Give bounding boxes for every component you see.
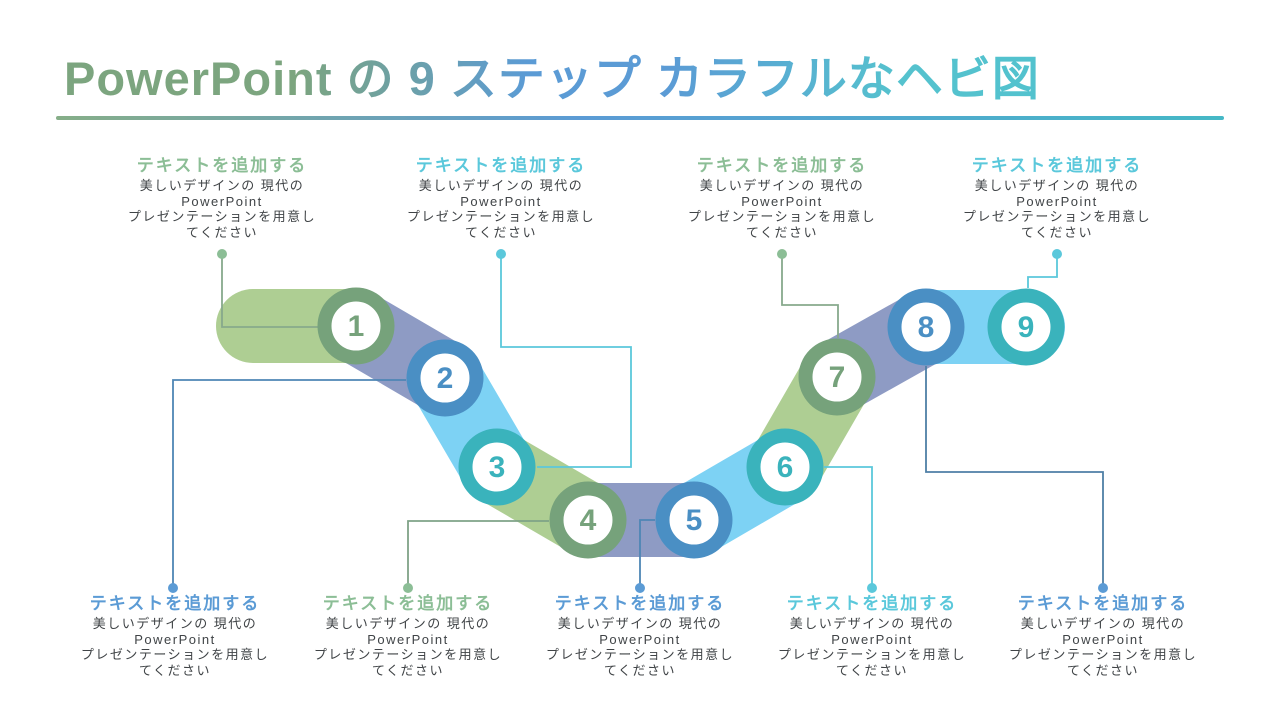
connector-dot-top-3 [777,249,787,259]
step-number-2: 2 [437,362,454,395]
connector-line-top-1 [221,254,318,328]
step-number-8: 8 [918,311,935,344]
connector-dot-top-4 [1052,249,1062,259]
step-number-6: 6 [777,451,794,484]
block-heading: テキストを追加する [322,594,494,613]
connector-line-bottom-1 [172,379,406,588]
text-block-top-4: テキストを追加する 美しいデザインの 現代の PowerPoint プレゼンテー… [932,155,1182,240]
block-heading: テキストを追加する [554,594,726,613]
block-heading: テキストを追加する [136,156,308,175]
step-number-1: 1 [348,310,365,343]
block-heading: テキストを追加する [89,594,261,613]
step-circle-8 [887,288,965,366]
text-block-bottom-5: テキストを追加する 美しいデザインの 現代の PowerPoint プレゼンテー… [978,593,1228,678]
connector-dot-bottom-5 [1098,583,1108,593]
connector-line-top-3 [781,254,839,338]
connector-line-top-4 [1027,254,1058,288]
slide-title: PowerPoint の 9 ステップ カラフルなヘビ図 [64,40,1224,109]
step-circle-2 [406,339,484,417]
block-body: 美しいデザインの 現代の PowerPoint プレゼンテーションを用意し てく… [406,178,596,240]
text-block-bottom-1: テキストを追加する 美しいデザインの 現代の PowerPoint プレゼンテー… [50,593,300,678]
connector-dots [168,249,1108,593]
connector-dot-bottom-3 [635,583,645,593]
block-body: 美しいデザインの 現代の PowerPoint プレゼンテーションを用意し てく… [127,178,317,240]
step-number-3: 3 [489,451,506,484]
step-circle-3 [458,428,536,506]
block-body: 美しいデザインの 現代の PowerPoint プレゼンテーションを用意し てく… [313,616,503,678]
connector-dot-bottom-4 [867,583,877,593]
block-heading: テキストを追加する [971,156,1143,175]
block-body: 美しいデザインの 現代の PowerPoint プレゼンテーションを用意し てく… [1008,616,1198,678]
step-number-9: 9 [1018,311,1035,344]
step-circle-5 [655,481,733,559]
text-block-bottom-3: テキストを追加する 美しいデザインの 現代の PowerPoint プレゼンテー… [515,593,765,678]
step-circle-4 [549,481,627,559]
connector-dot-bottom-2 [403,583,413,593]
connector-line-bottom-2 [407,520,549,588]
connector-line-bottom-3 [639,519,655,588]
text-block-top-2: テキストを追加する 美しいデザインの 現代の PowerPoint プレゼンテー… [376,155,626,240]
step-circle-9 [987,288,1065,366]
connectors [172,254,1104,588]
block-body: 美しいデザインの 現代の PowerPoint プレゼンテーションを用意し てく… [777,616,967,678]
text-block-bottom-2: テキストを追加する 美しいデザインの 現代の PowerPoint プレゼンテー… [283,593,533,678]
step-number-7: 7 [829,361,846,394]
block-heading: テキストを追加する [696,156,868,175]
block-heading: テキストを追加する [415,156,587,175]
connector-dot-top-1 [217,249,227,259]
block-body: 美しいデザインの 現代の PowerPoint プレゼンテーションを用意し てく… [80,616,270,678]
step-circle-7 [798,338,876,416]
step-circle-1 [317,287,395,365]
title-divider [56,116,1224,120]
connector-line-bottom-4 [824,466,873,588]
block-body: 美しいデザインの 現代の PowerPoint プレゼンテーションを用意し てく… [687,178,877,240]
step-circles: 1 2 3 4 5 6 7 8 9 [317,287,1065,559]
text-block-top-3: テキストを追加する 美しいデザインの 現代の PowerPoint プレゼンテー… [657,155,907,240]
connector-line-bottom-5 [925,366,1104,588]
text-block-bottom-4: テキストを追加する 美しいデザインの 現代の PowerPoint プレゼンテー… [747,593,997,678]
step-number-5: 5 [686,504,703,537]
connector-dot-bottom-1 [168,583,178,593]
block-body: 美しいデザインの 現代の PowerPoint プレゼンテーションを用意し てく… [962,178,1152,240]
connector-dot-top-2 [496,249,506,259]
block-heading: テキストを追加する [786,594,958,613]
block-body: 美しいデザインの 現代の PowerPoint プレゼンテーションを用意し てく… [545,616,735,678]
step-circle-6 [746,428,824,506]
step-number-4: 4 [580,504,597,537]
connector-line-top-2 [500,254,632,468]
block-heading: テキストを追加する [1017,594,1189,613]
text-block-top-1: テキストを追加する 美しいデザインの 現代の PowerPoint プレゼンテー… [97,155,347,240]
